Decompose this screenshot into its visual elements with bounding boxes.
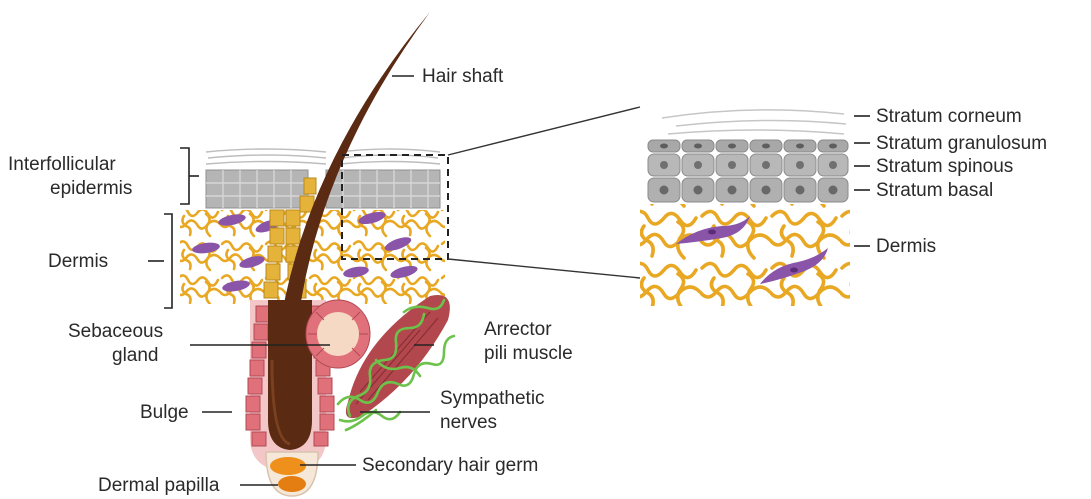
inset-keratinocyte-layers <box>648 140 848 202</box>
label-stratum-corneum: Stratum corneum <box>876 106 1022 127</box>
text-labels: Interfollicular epidermis Dermis Sebaceo… <box>8 66 1047 496</box>
label-interfollicular-line1: Interfollicular <box>8 154 116 175</box>
label-stratum-granulosum: Stratum granulosum <box>876 133 1047 154</box>
label-stratum-basal: Stratum basal <box>876 180 993 201</box>
label-arrector-line1: Arrector <box>484 319 552 340</box>
label-sebaceous-line1: Sebaceous <box>68 321 163 342</box>
label-dermis-inset: Dermis <box>876 236 936 257</box>
inset-stratum-corneum-lines <box>662 110 846 134</box>
label-bulge: Bulge <box>140 402 189 423</box>
label-stratum-spinous: Stratum spinous <box>876 156 1013 177</box>
sebaceous-gland-shape <box>306 300 370 368</box>
label-secondary-hair-germ: Secondary hair germ <box>362 455 538 476</box>
stratum-corneum-lines <box>206 149 440 164</box>
label-dermis-left: Dermis <box>48 251 108 272</box>
label-arrector-line2: pili muscle <box>484 343 573 364</box>
label-sebaceous-line2: gland <box>112 345 159 366</box>
label-sympathetic-line2: nerves <box>440 412 497 433</box>
label-dermal-papilla: Dermal papilla <box>98 475 220 496</box>
label-sympathetic-line1: Sympathetic <box>440 388 545 409</box>
label-hair-shaft: Hair shaft <box>422 66 504 87</box>
label-interfollicular-line2: epidermis <box>50 178 132 199</box>
